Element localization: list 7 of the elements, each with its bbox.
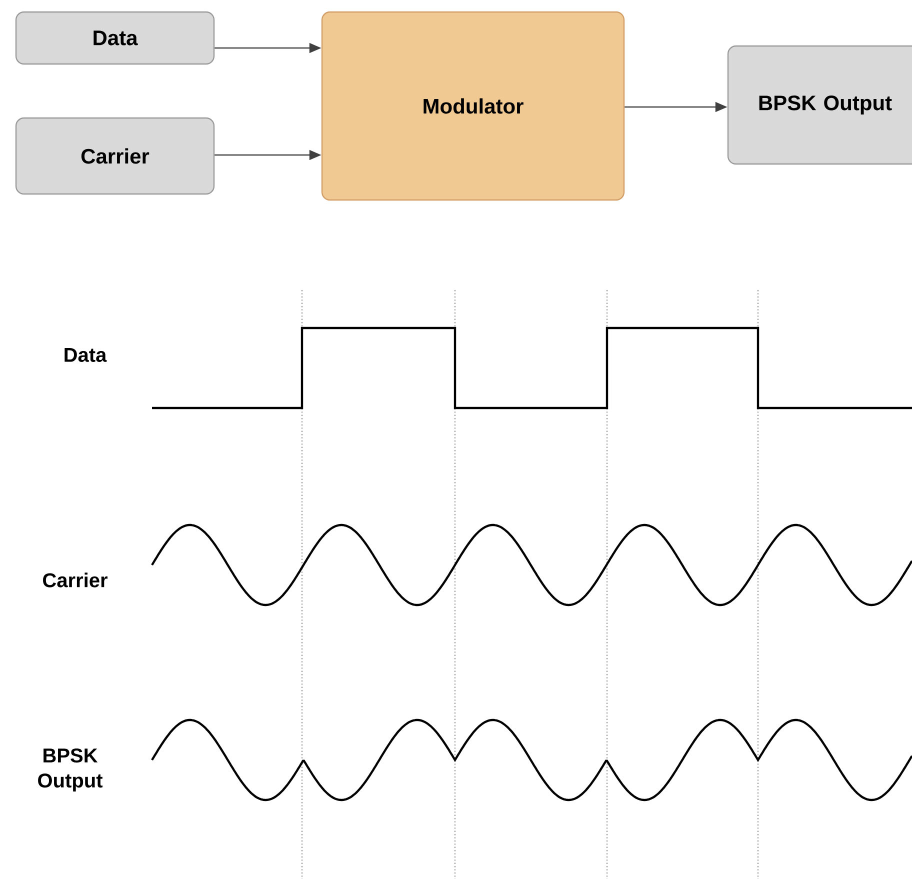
row-label: BPSK Output bbox=[38, 748, 103, 792]
block-box: Modulator bbox=[321, 11, 625, 201]
block-box: Data bbox=[15, 11, 215, 65]
row-label: Carrier bbox=[43, 572, 108, 588]
block-box: Carrier bbox=[15, 117, 215, 195]
block-box: BPSK Output bbox=[727, 45, 912, 165]
row-label: Data bbox=[64, 348, 107, 362]
